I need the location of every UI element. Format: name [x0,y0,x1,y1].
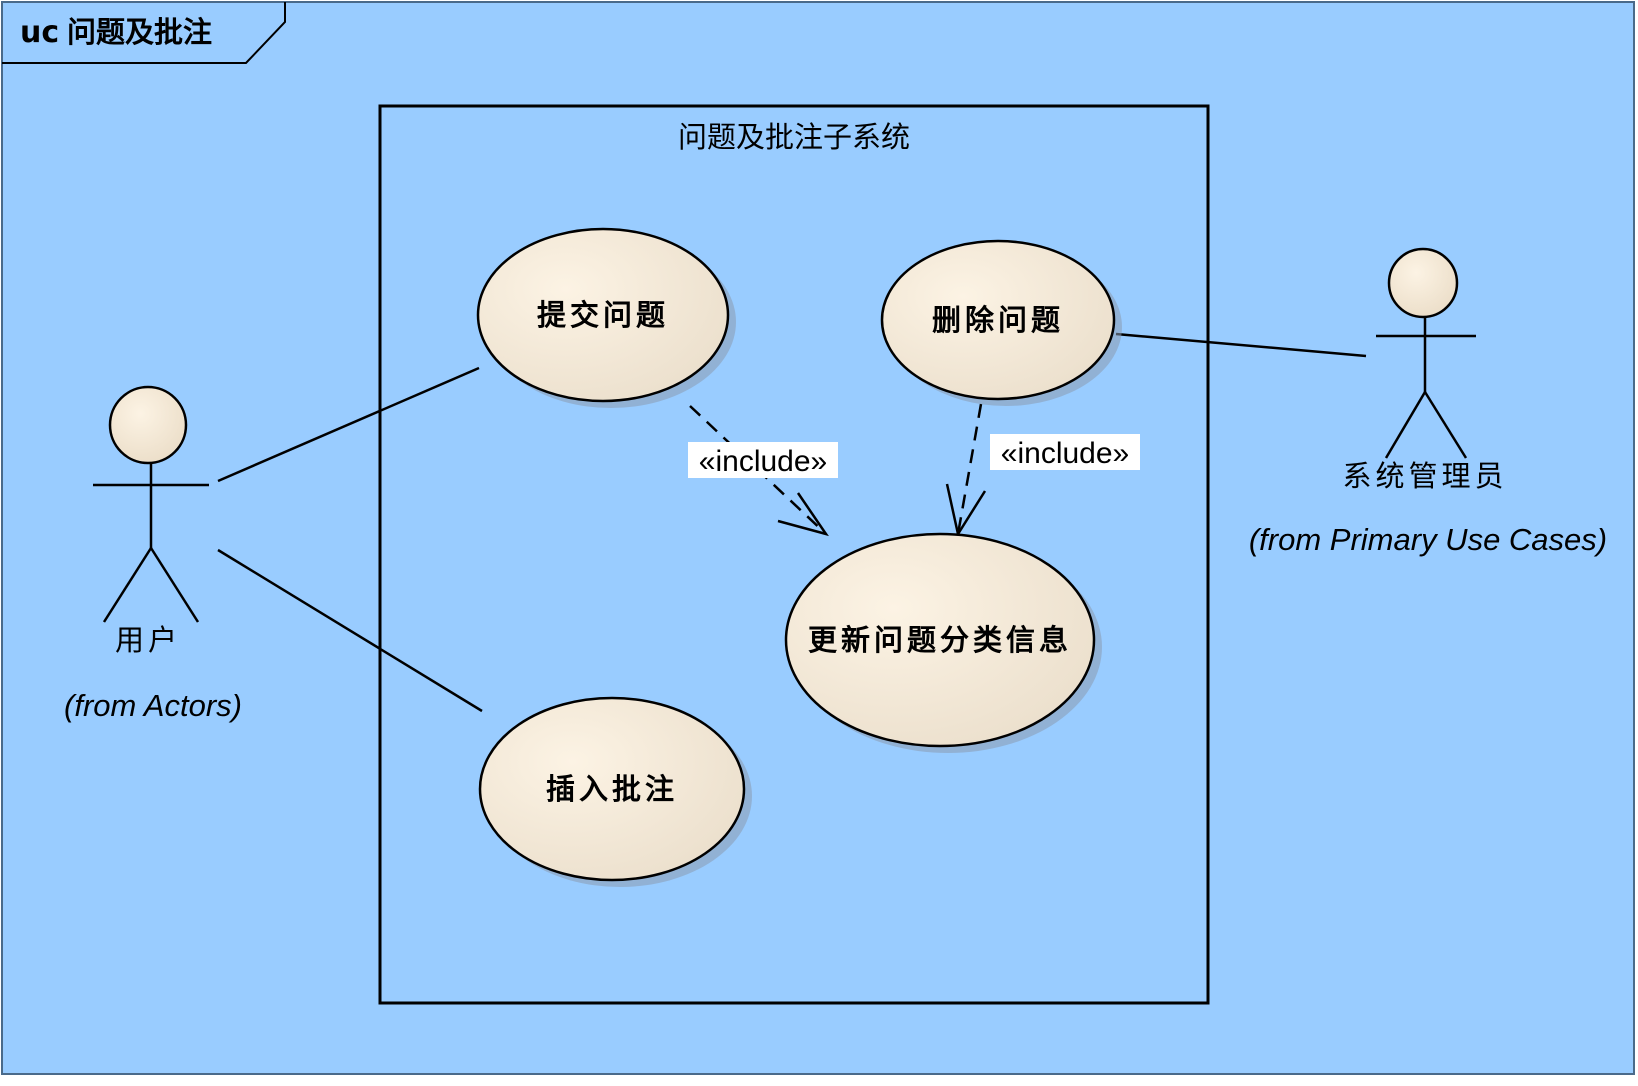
use-case-label: 提交问题 [537,298,669,332]
actor-left-leg [1384,391,1427,459]
use-case-submit-issue[interactable]: 提交问题 [476,227,736,408]
use-case-shape [478,696,746,882]
frame-title-tab [2,2,286,64]
association-admin-delete [1115,332,1367,358]
use-case-update-category[interactable]: 更新问题分类信息 [784,532,1102,753]
system-boundary-title: 问题及批注子系统 [678,120,910,154]
actor-origin: (from Primary Use Cases) [1249,522,1607,557]
include-label-2: «include» [1001,437,1129,470]
actor-admin[interactable]: 系统管理员 (from Primary Use Cases) [1249,247,1607,557]
use-case-shape [784,532,1096,748]
include-label-1: «include» [699,445,827,478]
frame-title: 问题及批注 [67,15,212,49]
association-user-submit [217,366,480,483]
use-case-shape [880,239,1116,401]
include-arrowhead-submit [777,492,829,537]
include-label-bg-1 [688,442,838,478]
frame-kind: uc [20,15,59,50]
include-label-bg-2 [990,434,1140,470]
use-case-delete-issue[interactable]: 删除问题 [880,239,1122,406]
actor-head [108,385,188,465]
system-boundary [378,104,1210,1005]
actor-right-leg [1423,391,1468,459]
use-case-label: 更新问题分类信息 [808,623,1072,657]
actor-left-leg [102,547,153,623]
actor-head [1387,247,1459,319]
association-user-insert [217,548,483,713]
use-case-label: 删除问题 [932,303,1064,337]
actor-user[interactable]: 用户 (from Actors) [64,385,242,723]
use-case-label: 插入批注 [546,772,678,806]
actor-origin: (from Actors) [64,688,242,723]
actor-name: 用户 [115,623,181,657]
use-case-insert-annotation[interactable]: 插入批注 [478,696,752,887]
actor-name: 系统管理员 [1342,459,1507,493]
use-case-shape [476,227,730,403]
actor-right-leg [149,547,200,623]
